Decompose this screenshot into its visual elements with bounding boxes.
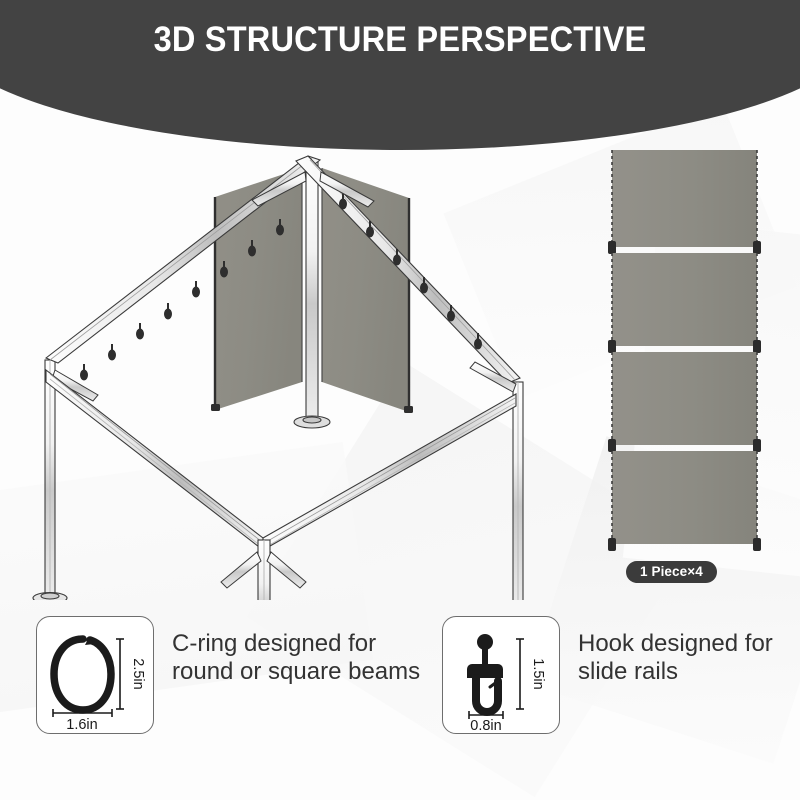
post-front-center (257, 539, 271, 600)
brace-back-right-post (469, 361, 517, 393)
curtain-bottom-hooks (211, 404, 413, 413)
c-ring-icon (50, 635, 115, 714)
hook-row-back-left (80, 219, 284, 381)
brace-apex-right (319, 171, 375, 208)
height-dimension-line (516, 638, 524, 710)
c-ring-card: 2.5in 1.6in (36, 616, 154, 734)
header-curved-background (0, 0, 800, 150)
hook-width-label: 0.8in (470, 718, 501, 734)
page-title: 3D STRUCTURE PERSPECTIVE (153, 20, 647, 59)
brace-apex-left (251, 171, 307, 207)
post-back-right (512, 381, 524, 600)
panel-count-badge: 1 Piece×4 (626, 561, 717, 583)
post-back-left (32, 359, 68, 600)
curtain-panel-stack (600, 145, 775, 580)
c-ring-height-label: 2.5in (130, 658, 146, 689)
stack-panel (608, 352, 761, 452)
c-ring-description: C-ring designed for round or square beam… (172, 630, 421, 685)
c-ring-width-label: 1.6in (66, 717, 97, 733)
header-banner: 3D STRUCTURE PERSPECTIVE (0, 0, 800, 150)
stack-panel (608, 451, 761, 551)
height-dimension-line (116, 638, 124, 710)
gazebo-illustration (0, 120, 800, 600)
callout-c-ring: 2.5in 1.6in C-ring designed for round or… (36, 616, 422, 734)
hook-card: 1.5in 0.8in (442, 616, 560, 734)
hook-height-label: 1.5in (530, 658, 546, 689)
width-dimension-line (468, 711, 504, 719)
width-dimension-line (52, 709, 113, 717)
curtain-panel-right-on-frame (321, 168, 411, 412)
hook-icon (467, 634, 503, 716)
brace-front-post (220, 551, 307, 589)
callout-hook: 1.5in 0.8in Hook designed for slide rail… (442, 616, 800, 734)
hook-row-back-right (339, 193, 482, 350)
stack-panel (608, 150, 761, 254)
hook-description: Hook designed for slide rails (578, 630, 773, 685)
stack-panel (608, 253, 761, 353)
